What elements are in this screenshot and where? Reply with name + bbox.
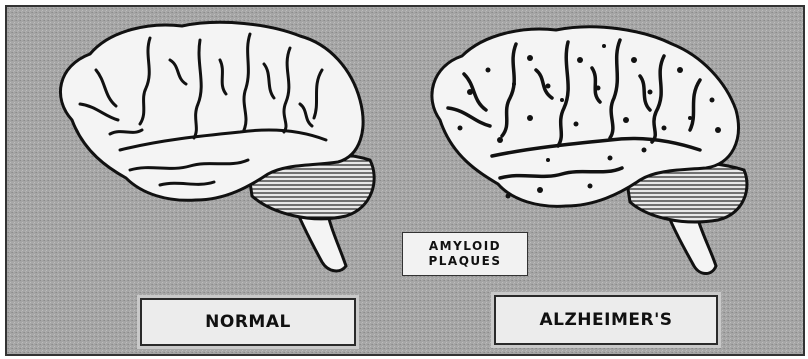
alzheimers-label: ALZHEIMER'S [539,310,672,330]
amyloid-label-line1: AMYLOID [429,239,501,254]
alzheimers-label-box: ALZHEIMER'S [494,295,718,345]
amyloid-label-line2: PLAQUES [428,254,501,269]
normal-label: NORMAL [205,312,291,332]
amyloid-plaques-label: AMYLOID PLAQUES [402,232,528,276]
normal-label-box: NORMAL [140,298,356,346]
